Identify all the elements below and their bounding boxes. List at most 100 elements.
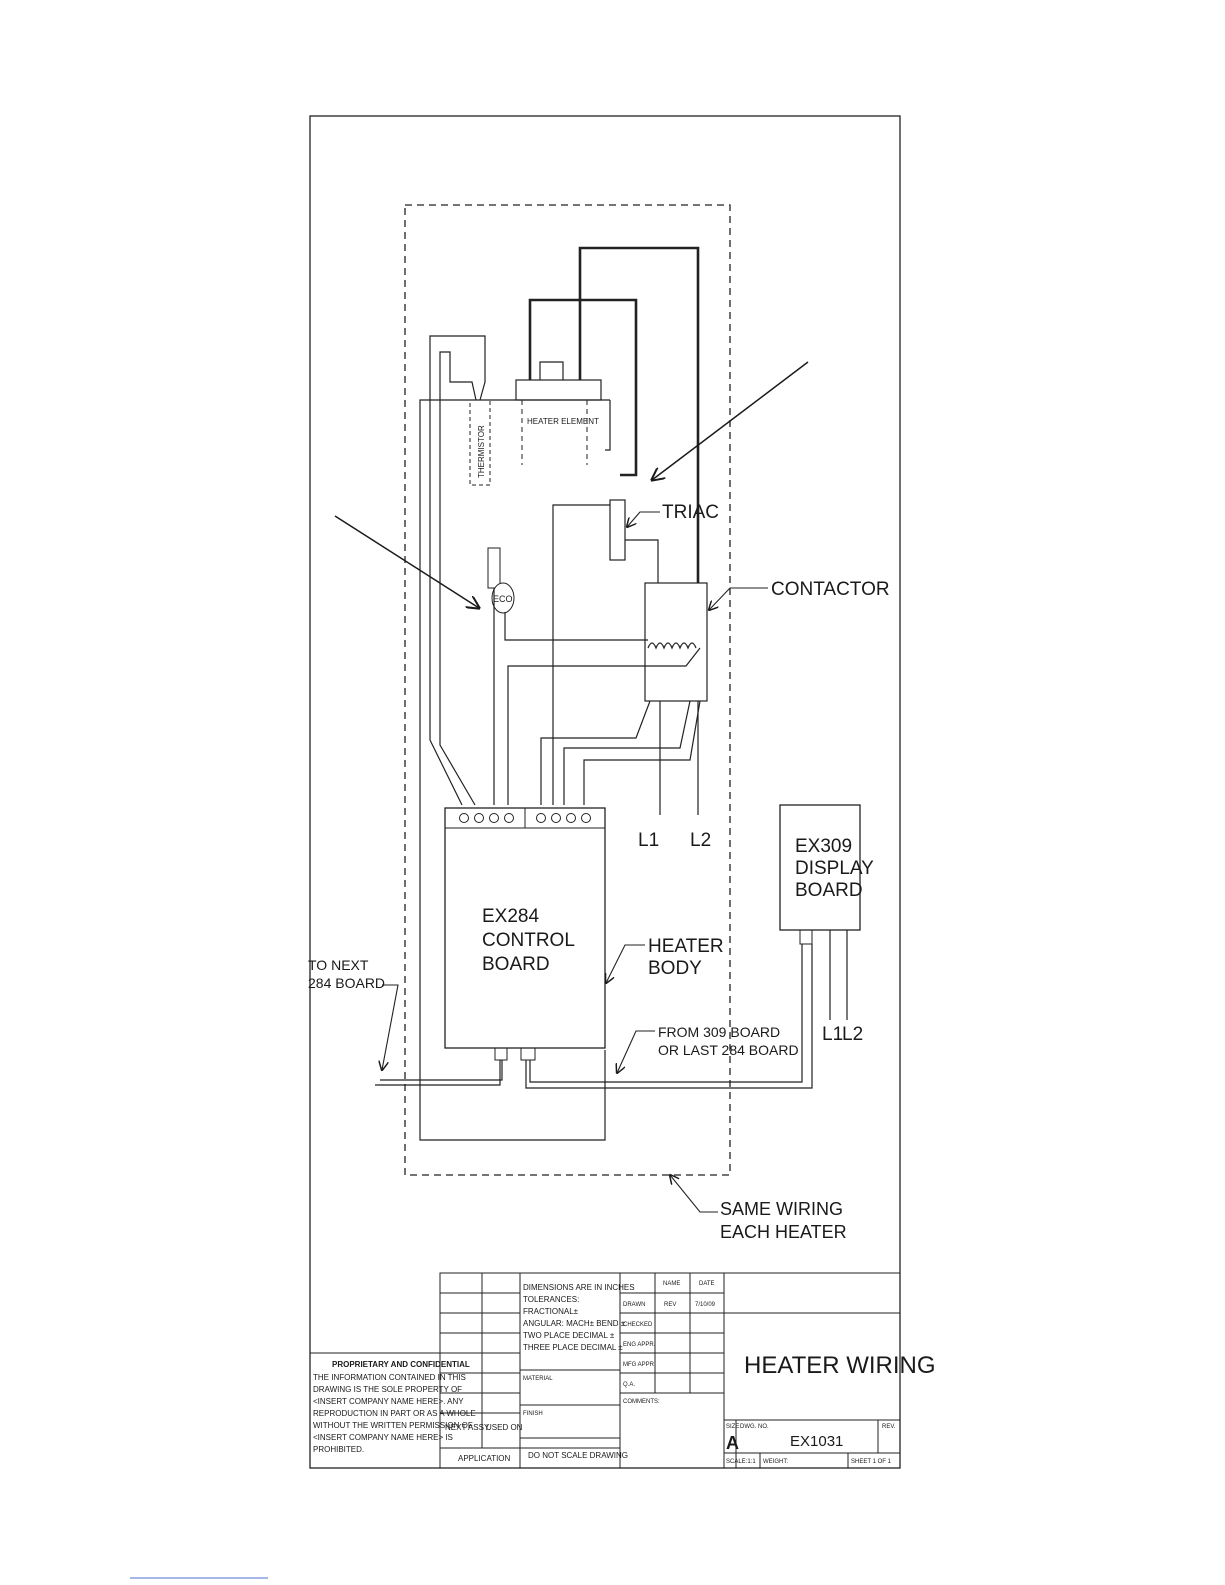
proprietary-line-4: REPRODUCTION IN PART OR AS A WHOLE xyxy=(313,1409,476,1418)
row-comments: COMMENTS: xyxy=(623,1399,660,1405)
dwg-no-value: EX1031 xyxy=(790,1433,843,1450)
size-value: A xyxy=(726,1433,739,1453)
wire-coil-return xyxy=(507,647,701,805)
arrow-to-eco xyxy=(334,515,479,608)
title-block-text: PROPRIETARY AND CONFIDENTIAL THE INFORMA… xyxy=(313,1281,936,1465)
to-next-line2: 284 BOARD xyxy=(308,975,385,991)
material-label: MATERIAL xyxy=(523,1376,553,1382)
eco-label: ECO xyxy=(493,594,513,604)
row-qa: Q.A. xyxy=(623,1382,635,1388)
heater-enclosure-dashed xyxy=(404,204,731,1176)
heater-body-line2: BODY xyxy=(648,958,702,979)
wire-comm-to-next xyxy=(375,1060,501,1086)
l2-label: L2 xyxy=(690,830,711,851)
proprietary-line-2: DRAWING IS THE SOLE PROPERTY OF xyxy=(313,1385,462,1394)
do-not-scale-label: DO NOT SCALE DRAWING xyxy=(528,1451,628,1460)
contactor xyxy=(644,582,708,702)
wire-triac-bottom xyxy=(625,539,659,583)
leader-triac xyxy=(627,511,660,527)
display-board-connector xyxy=(799,929,813,945)
control-board-connector-left xyxy=(494,1047,508,1061)
control-board-line3: BOARD xyxy=(482,954,550,975)
triac-body xyxy=(609,499,626,561)
wire-contactor-2 xyxy=(563,700,691,805)
display-board-line1: EX309 xyxy=(795,836,852,857)
rev-label: REV. xyxy=(882,1424,896,1430)
triac-label: TRIAC xyxy=(662,502,719,523)
leader-contactor xyxy=(709,587,768,610)
contactor-label: CONTACTOR xyxy=(771,579,890,600)
control-board: EX284 CONTROL BOARD xyxy=(444,807,606,1061)
thermistor-label: THERMISTOR xyxy=(477,425,486,478)
from-309-line2: OR LAST 284 BOARD xyxy=(658,1042,799,1058)
proprietary-line-3: <INSERT COMPANY NAME HERE>. ANY xyxy=(313,1397,464,1406)
drawn-date: 7/10/09 xyxy=(695,1302,716,1308)
wire-element-a xyxy=(539,361,564,380)
proprietary-line-7: PROHIBITED. xyxy=(313,1445,364,1454)
control-board-connector-right xyxy=(520,1047,536,1061)
col-name-label: NAME xyxy=(663,1281,680,1287)
weight-label: WEIGHT: xyxy=(763,1459,788,1465)
drawing-title: HEATER WIRING xyxy=(744,1352,936,1379)
arrows xyxy=(334,361,809,608)
same-wiring-line1: SAME WIRING xyxy=(720,1199,843,1219)
dimensions-line-6: THREE PLACE DECIMAL ± xyxy=(523,1343,623,1352)
row-eng-appr: ENG APPR. xyxy=(623,1342,656,1348)
wire-contactor-1 xyxy=(540,700,651,805)
wire-comm-from-display-2 xyxy=(529,944,803,1083)
leader-heater-body xyxy=(606,944,645,983)
wire-comm-to-next-2 xyxy=(380,1060,503,1081)
dimensions-line-2: TOLERANCES: xyxy=(523,1295,579,1304)
proprietary-heading: PROPRIETARY AND CONFIDENTIAL xyxy=(332,1360,470,1369)
proprietary-line-6: <INSERT COMPANY NAME HERE> IS xyxy=(313,1433,453,1442)
sheet-border xyxy=(309,115,901,1469)
heater-element: HEATER ELEMENT xyxy=(515,379,602,465)
dimensions-line-1: DIMENSIONS ARE IN INCHES xyxy=(523,1283,635,1292)
leader-from-309 xyxy=(617,1030,655,1073)
display-l1-label: L1 xyxy=(822,1024,843,1045)
row-drawn: DRAWN xyxy=(623,1302,645,1308)
control-board-terminals xyxy=(459,813,591,823)
display-board: EX309 DISPLAY BOARD xyxy=(779,804,874,945)
wire-element-heavy-2 xyxy=(578,246,700,583)
row-checked: CHECKED xyxy=(623,1322,653,1328)
wire-contactor-3 xyxy=(583,700,701,805)
heater-element-label: HEATER ELEMENT xyxy=(527,417,599,426)
proprietary-line-1: THE INFORMATION CONTAINED IN THIS xyxy=(313,1373,466,1382)
from-309-line1: FROM 309 BOARD xyxy=(658,1024,780,1040)
wire-thermistor-inner xyxy=(439,351,477,806)
application-label: APPLICATION xyxy=(458,1454,511,1463)
row-mfg-appr: MFG APPR. xyxy=(623,1362,656,1368)
display-l2-label: L2 xyxy=(842,1024,863,1045)
display-board-line3: BOARD xyxy=(795,880,863,901)
leader-to-next xyxy=(382,984,399,1070)
display-board-line2: DISPLAY xyxy=(795,858,874,879)
l1-label: L1 xyxy=(638,830,659,851)
sheet-label: SHEET 1 OF 1 xyxy=(851,1459,892,1465)
to-next-line1: TO NEXT xyxy=(308,957,369,973)
col-date-label: DATE xyxy=(699,1281,715,1287)
leaders xyxy=(382,511,768,1213)
finish-label: FINISH xyxy=(523,1411,543,1417)
same-wiring-line2: EACH HEATER xyxy=(720,1222,847,1242)
title-block xyxy=(309,1272,901,1469)
wire-comm-from-display xyxy=(525,944,813,1089)
heater-tank xyxy=(419,399,611,1141)
heater-body-line1: HEATER xyxy=(648,936,724,957)
dimensions-line-5: TWO PLACE DECIMAL ± xyxy=(523,1331,615,1340)
dimensions-line-3: FRACTIONAL± xyxy=(523,1307,579,1316)
drawn-name: REV xyxy=(664,1302,676,1308)
scale-label: SCALE:1:1 xyxy=(726,1459,756,1465)
leader-same-wiring xyxy=(670,1175,718,1213)
wire-thermistor-outer xyxy=(429,335,486,806)
wire-element-heavy-1 xyxy=(528,298,638,477)
control-board-line2: CONTROL xyxy=(482,930,575,951)
next-assy-label: NEXT ASSY xyxy=(445,1423,490,1432)
contactor-coil xyxy=(647,642,697,650)
arrow-to-triac-area xyxy=(652,361,809,480)
size-label: SIZE xyxy=(726,1424,739,1430)
control-board-line1: EX284 xyxy=(482,906,539,927)
wire-triac-top xyxy=(552,504,610,805)
proprietary-line-5: WITHOUT THE WRITTEN PERMISSION OF xyxy=(313,1421,473,1430)
